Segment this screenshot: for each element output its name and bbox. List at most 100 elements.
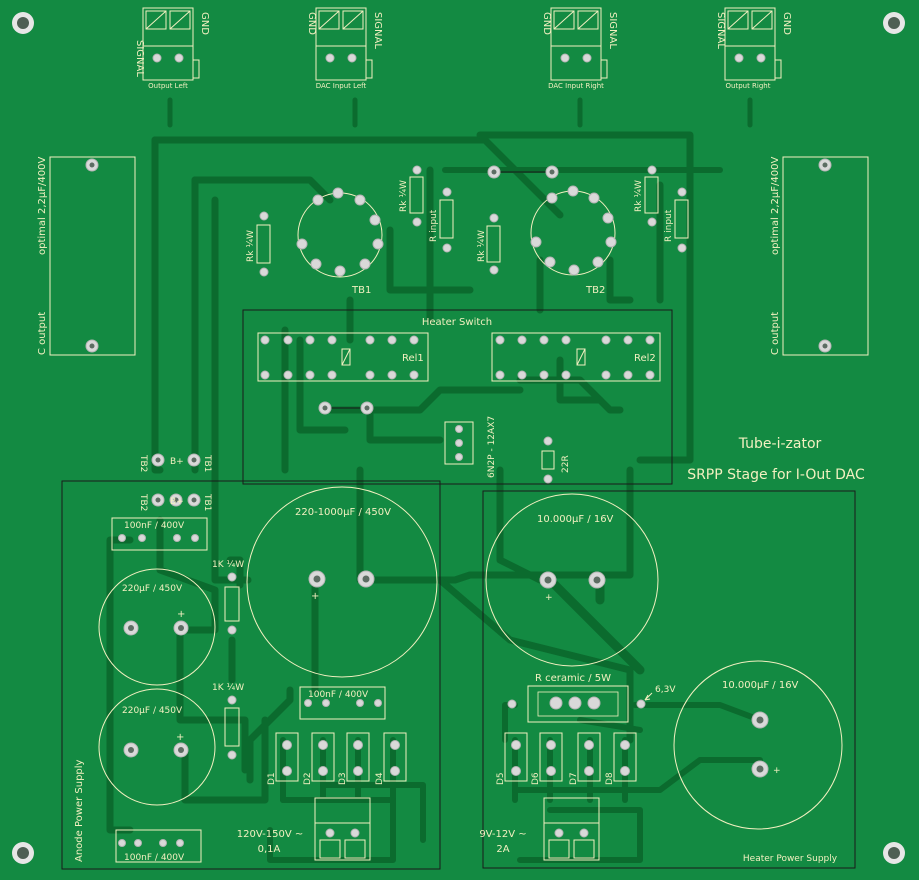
diode-d2-label: D2: [303, 772, 313, 785]
cap-100n-anode-bottom-label: 100nF / 400V: [124, 853, 185, 863]
resistor-1k-b-label: 1K ¼W: [212, 683, 244, 693]
svg-text:+: +: [176, 732, 184, 743]
pin-label-dac-right-gnd: GND: [541, 12, 552, 35]
pin-label-output-right-gnd: GND: [781, 12, 792, 35]
pin-tb2-top: TB2: [138, 454, 148, 472]
relay-rel2-label: Rel2: [634, 353, 656, 364]
tube-socket-tb2[interactable]: [530, 185, 617, 276]
resistor-1k-b[interactable]: [224, 695, 240, 760]
resistor-1k-a[interactable]: [224, 572, 240, 635]
cap-220u-b[interactable]: +: [98, 688, 216, 806]
cap-100n-anode-top[interactable]: [111, 517, 208, 551]
anode-input-current: 0,1A: [258, 844, 281, 855]
caption-output-left: Output Left: [148, 82, 188, 90]
relay-rel1-label: Rel1: [402, 353, 424, 364]
diode-d8-label: D8: [605, 772, 615, 785]
pin-tb1-top: TB1: [202, 454, 212, 472]
pin-label-output-left-signal: SIGNAL: [134, 40, 145, 77]
relay-rel2[interactable]: [491, 332, 661, 382]
anode-input-voltage: 120V-150V ~: [237, 829, 303, 840]
jumper-heater[interactable]: [318, 401, 374, 415]
cap-10000u-a-label: 10.000µF / 16V: [537, 514, 614, 525]
pin-tb2-bottom: TB2: [138, 493, 148, 511]
cap-100n-anode-top-label: 100nF / 400V: [124, 521, 185, 531]
tube-tb2-label: TB2: [585, 285, 605, 296]
output-cap-right-value: optimal 2,2µF/400V: [770, 157, 781, 255]
pin-label-output-right-signal: SIGNAL: [715, 12, 726, 49]
pin-label-dac-right-signal: SIGNAL: [607, 12, 618, 49]
connector-dac-input-right[interactable]: [550, 7, 608, 81]
connector-dac-input-left[interactable]: [315, 7, 373, 81]
cap-100n-anode-mid[interactable]: [299, 686, 386, 720]
cap-10000u-b[interactable]: +: [673, 660, 843, 830]
mounting-holes: [12, 12, 905, 864]
cap-10000u-a[interactable]: +: [485, 493, 659, 667]
output-cap-left-label: C output: [37, 312, 48, 355]
resistor-22r[interactable]: [541, 436, 555, 484]
resistor-rk-left[interactable]: [256, 211, 271, 277]
svg-text:+: +: [311, 591, 319, 602]
resistor-r-input-left[interactable]: [439, 187, 454, 253]
connector-output-left[interactable]: [142, 7, 200, 81]
resistor-rk-left-label: Rk ¼W: [246, 230, 256, 262]
diode-d3-label: D3: [338, 772, 348, 785]
jumper-top[interactable]: [487, 165, 559, 179]
heater-supply-label: Heater Power Supply: [743, 854, 838, 864]
svg-text:+: +: [545, 593, 553, 603]
resistor-1k-a-label: 1K ¼W: [212, 560, 244, 570]
diode-d5-label: D5: [496, 772, 506, 785]
diodes-d1-d4[interactable]: [275, 732, 407, 782]
supply-pins[interactable]: [151, 453, 201, 507]
header-3pin[interactable]: [444, 421, 474, 465]
relay-rel1[interactable]: [257, 332, 429, 382]
caption-output-right: Output Right: [726, 82, 771, 90]
resistor-r-input-right[interactable]: [674, 187, 689, 253]
pin-bplus-bottom: B+: [170, 497, 184, 507]
cap-big-anode[interactable]: +: [246, 486, 438, 678]
heater-input-current: 2A: [496, 844, 509, 855]
voltage-mark-label: 6,3V: [655, 685, 676, 695]
diode-d1-label: D1: [267, 772, 277, 785]
cap-220u-a-label: 220µF / 450V: [122, 584, 183, 594]
resistor-rk-mid-left[interactable]: [409, 165, 424, 227]
diodes-d5-d8[interactable]: [504, 732, 637, 782]
cap-100n-anode-bottom[interactable]: [115, 829, 202, 863]
output-cap-left[interactable]: [49, 156, 136, 356]
resistor-ceramic-label: R ceramic / 5W: [535, 673, 611, 684]
svg-text:+: +: [773, 766, 781, 776]
heater-switch-title: Heater Switch: [422, 317, 492, 328]
resistor-rk-right[interactable]: [644, 165, 659, 227]
resistor-rk-right-label: Rk ¼W: [634, 180, 644, 212]
resistor-22r-label: 22R: [561, 455, 571, 473]
resistor-r-input-right-label: R input: [664, 209, 674, 242]
tube-socket-tb1[interactable]: [296, 187, 384, 278]
connector-anode-input[interactable]: [314, 797, 371, 861]
board-title: Tube-i-zator: [738, 436, 822, 452]
resistor-ceramic-5w[interactable]: [507, 685, 653, 723]
resistor-rk-mid-right[interactable]: [486, 213, 501, 275]
cap-220u-a[interactable]: +: [98, 568, 216, 686]
pin-label-dac-left-signal: SIGNAL: [372, 12, 383, 49]
connector-output-right[interactable]: [724, 7, 782, 81]
diode-d4-label: D4: [375, 772, 385, 785]
board-subtitle: SRPP Stage for I-Out DAC: [687, 467, 865, 483]
output-cap-right-label: C output: [770, 312, 781, 355]
heater-input-voltage: 9V-12V ~: [479, 829, 526, 840]
copper-traces: [106, 97, 763, 863]
pin-label-dac-left-gnd: GND: [306, 12, 317, 35]
resistor-r-input-left-label: R input: [429, 209, 439, 242]
cap-big-anode-label: 220-1000µF / 450V: [295, 507, 391, 518]
output-cap-right[interactable]: [782, 156, 869, 356]
anode-supply-label: Anode Power Supply: [74, 759, 85, 862]
resistor-rk-mid-right-label: Rk ¼W: [477, 230, 487, 262]
output-cap-left-value: optimal 2,2µF/400V: [37, 157, 48, 255]
resistor-rk-mid-left-label: Rk ¼W: [399, 180, 409, 212]
connector-heater-input[interactable]: [543, 797, 600, 861]
diode-d6-label: D6: [531, 772, 541, 785]
pin-tb1-bottom: TB1: [202, 493, 212, 511]
cap-10000u-b-label: 10.000µF / 16V: [722, 680, 799, 691]
anode-supply-outline: [61, 480, 441, 870]
cap-220u-b-label: 220µF / 450V: [122, 706, 183, 716]
